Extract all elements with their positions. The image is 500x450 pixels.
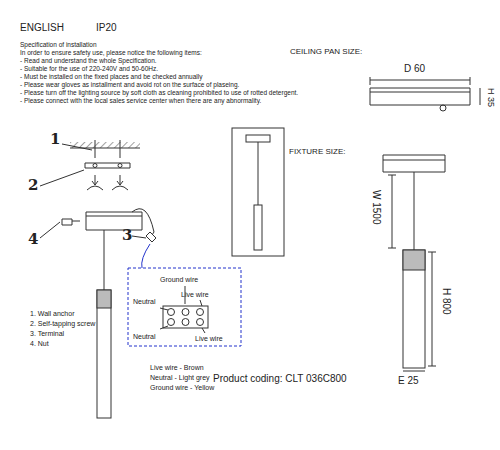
spec-note: - Read and understand the whole Specific… — [20, 58, 157, 65]
spec-note: - Suitable for the use of 220-240V and 5… — [20, 66, 158, 73]
wire-color: Live wire - Brown — [150, 364, 204, 371]
terminal-hole — [182, 319, 189, 326]
product-code: Product coding: CLT 036C800 — [213, 374, 347, 384]
part-name: 2. Self-tapping screw — [30, 320, 95, 327]
dimension: D 60 — [404, 64, 425, 74]
dimension: H 35 — [486, 88, 495, 107]
spec-note: - Please wear gloves as installment and … — [20, 82, 239, 89]
part-name: 1. Wall anchor — [30, 310, 74, 317]
ip-rating: IP20 — [96, 23, 117, 33]
callout-number: 4 — [28, 232, 38, 247]
callout-number: 1 — [50, 132, 60, 147]
callout-number: 3 — [122, 228, 132, 243]
language-heading: ENGLISH — [20, 23, 64, 33]
wire-color: Ground wire - Yellow — [150, 384, 214, 391]
wire-name: Live wire — [181, 291, 209, 298]
terminal-hole — [197, 319, 204, 326]
wire-name: Ground wire — [160, 276, 198, 283]
spec-heading: Specification of installation — [20, 42, 97, 49]
part-name: 4. Nut — [30, 340, 49, 347]
section-heading: FIXTURE SIZE: — [289, 148, 345, 156]
wire-color: Neutral - Light grey — [150, 374, 210, 381]
wire-name: Live wire — [195, 335, 223, 342]
part-name: 3. Terminal — [30, 330, 64, 337]
terminal-hole — [197, 309, 204, 316]
terminal-hole — [168, 319, 175, 326]
spec-note: - Please connect with the local sales se… — [20, 98, 261, 105]
dimension: W 1500 — [371, 190, 381, 224]
spec-note: In order to ensure safety use, please no… — [20, 50, 202, 57]
dimension: E 25 — [398, 376, 419, 386]
wire-name: Neutral — [133, 333, 156, 340]
callout-number: 2 — [28, 178, 38, 193]
section-heading: CEILING PAN SIZE: — [290, 48, 362, 56]
wire-name: Neutral — [133, 298, 156, 305]
spec-note: - Please turn off the lighting source by… — [20, 90, 298, 97]
spec-note: - Must be installed on the fixed places … — [20, 74, 202, 81]
terminal-hole — [182, 309, 189, 316]
dimension: H 800 — [441, 288, 451, 315]
terminal-hole — [168, 309, 175, 316]
